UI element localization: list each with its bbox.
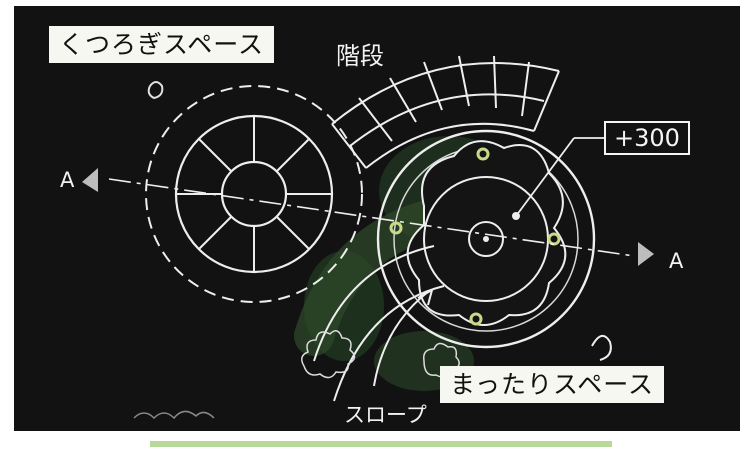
stairs-label: 階段 <box>336 42 384 70</box>
calm-space-label: まったりスペース <box>440 366 665 403</box>
slope-label: スロープ <box>344 403 427 427</box>
bottom-scribble <box>133 410 215 420</box>
bottom-green-strip <box>150 441 612 447</box>
relax-space-label: くつろぎスペース <box>49 26 275 63</box>
calm-space-plan <box>376 129 604 349</box>
slope-ramp <box>313 245 612 402</box>
section-line <box>82 168 654 266</box>
relax-space-plan <box>145 81 363 303</box>
section-marker-left: A <box>60 168 75 192</box>
chalkboard: 階段 スロープ A A <box>14 6 740 431</box>
section-marker-right: A <box>669 249 684 273</box>
level-label: +300 <box>604 121 690 155</box>
floor-plan-drawing <box>82 55 654 420</box>
stairs-grid <box>331 55 560 169</box>
shrubs <box>301 330 460 379</box>
